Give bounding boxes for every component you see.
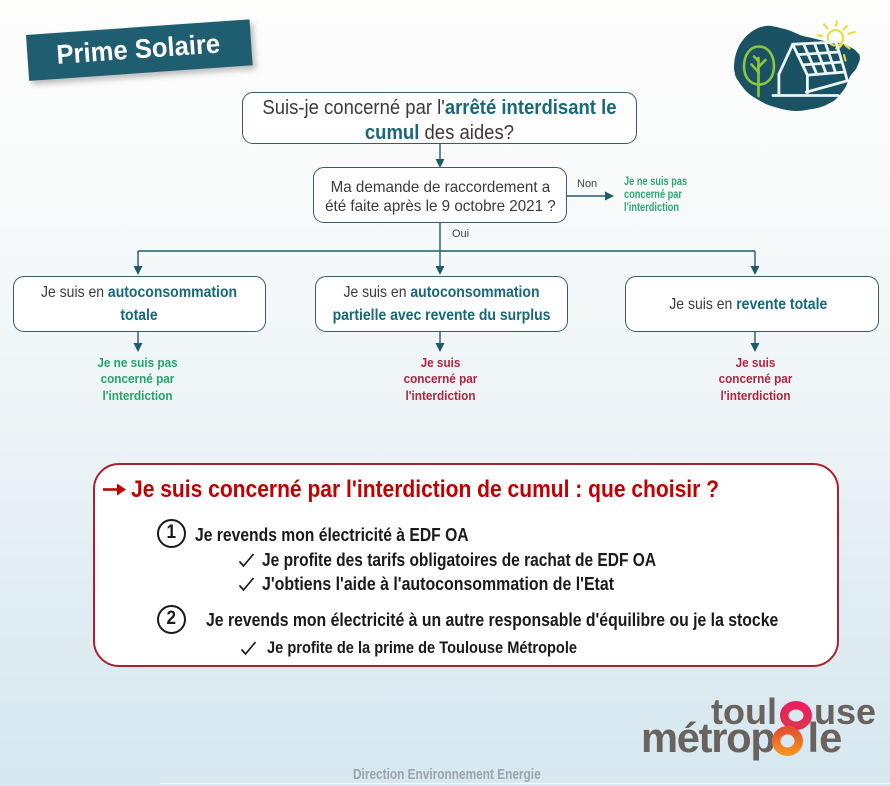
svg-text:métrop: métrop [641,714,775,761]
svg-text:toul: toul [711,691,777,732]
svg-text:use: use [814,691,876,732]
svg-text:le: le [808,714,843,761]
